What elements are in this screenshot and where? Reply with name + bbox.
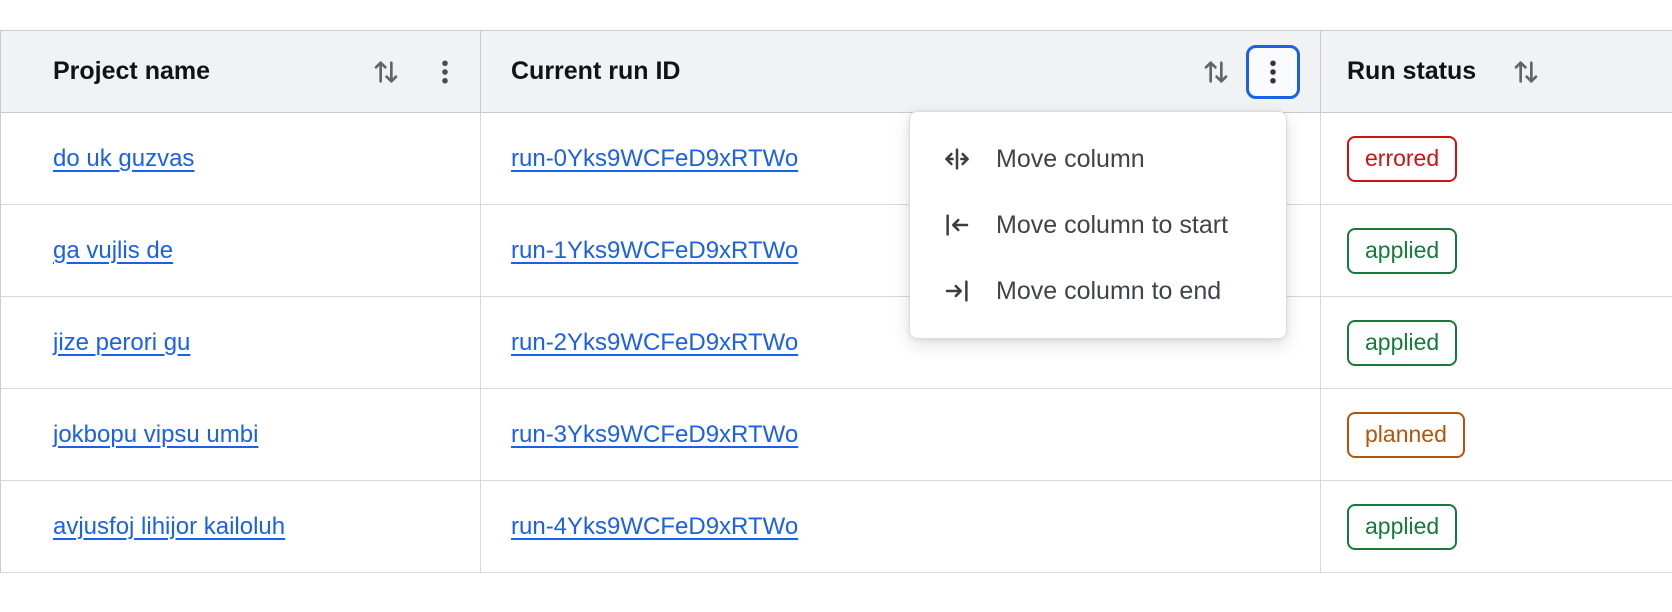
menu-item-move-column-to-start[interactable]: Move column to start xyxy=(910,192,1286,258)
column-label: Project name xyxy=(53,57,211,85)
table-row: do uk guzvas run-0Yks9WCFeD9xRTWo errore… xyxy=(1,113,1672,205)
table-row: jize perori gu run-2Yks9WCFeD9xRTWo appl… xyxy=(1,297,1672,389)
move-column-to-end-icon xyxy=(945,280,968,302)
move-column-icon xyxy=(945,148,969,170)
column-header-run-status: Run status xyxy=(1321,31,1672,112)
run-id-link[interactable]: run-3Yks9WCFeD9xRTWo xyxy=(511,420,799,448)
table-row: jokbopu vipsu umbi run-3Yks9WCFeD9xRTWo … xyxy=(1,389,1672,481)
menu-item-move-column-to-end[interactable]: Move column to end xyxy=(910,258,1286,324)
column-options-button[interactable] xyxy=(430,57,460,87)
sort-button[interactable] xyxy=(1510,56,1542,88)
project-link[interactable]: jize perori gu xyxy=(53,328,191,356)
table-header-row: Project name Current run ID xyxy=(1,31,1672,113)
project-link[interactable]: ga vujlis de xyxy=(53,236,174,264)
column-label: Current run ID xyxy=(511,57,681,85)
status-badge: errored xyxy=(1347,135,1458,182)
project-link[interactable]: do uk guzvas xyxy=(53,144,195,172)
sort-button[interactable] xyxy=(1200,56,1232,88)
run-id-link[interactable]: run-4Yks9WCFeD9xRTWo xyxy=(511,512,799,540)
kebab-vertical-icon xyxy=(1270,60,1276,83)
status-badge: applied xyxy=(1347,319,1458,366)
menu-item-label: Move column xyxy=(996,144,1145,173)
kebab-vertical-icon xyxy=(442,60,448,83)
swap-vertical-icon xyxy=(374,60,398,83)
swap-vertical-icon xyxy=(1514,60,1538,83)
status-badge: planned xyxy=(1347,411,1465,458)
column-header-project-name: Project name xyxy=(1,31,481,112)
column-options-button-active[interactable] xyxy=(1246,44,1300,99)
sort-button[interactable] xyxy=(370,56,402,88)
column-options-menu: Move column Move column to start Move co… xyxy=(909,111,1287,339)
menu-item-label: Move column to end xyxy=(996,276,1222,305)
run-id-link[interactable]: run-0Yks9WCFeD9xRTWo xyxy=(511,144,799,172)
run-id-link[interactable]: run-2Yks9WCFeD9xRTWo xyxy=(511,328,799,356)
menu-item-label: Move column to start xyxy=(996,210,1229,239)
table-row: avjusfoj lihijor kailoluh run-4Yks9WCFeD… xyxy=(1,481,1672,573)
status-badge: applied xyxy=(1347,227,1458,274)
project-link[interactable]: avjusfoj lihijor kailoluh xyxy=(53,512,286,540)
projects-table: Project name Current run ID xyxy=(0,30,1672,573)
status-badge: applied xyxy=(1347,503,1458,550)
run-id-link[interactable]: run-1Yks9WCFeD9xRTWo xyxy=(511,236,799,264)
move-column-to-start-icon xyxy=(946,214,969,236)
table-row: ga vujlis de run-1Yks9WCFeD9xRTWo applie… xyxy=(1,205,1672,297)
swap-vertical-icon xyxy=(1204,60,1228,83)
menu-item-move-column[interactable]: Move column xyxy=(910,126,1286,192)
column-label: Run status xyxy=(1347,57,1477,85)
project-link[interactable]: jokbopu vipsu umbi xyxy=(53,420,259,448)
column-header-current-run-id: Current run ID xyxy=(481,31,1321,112)
